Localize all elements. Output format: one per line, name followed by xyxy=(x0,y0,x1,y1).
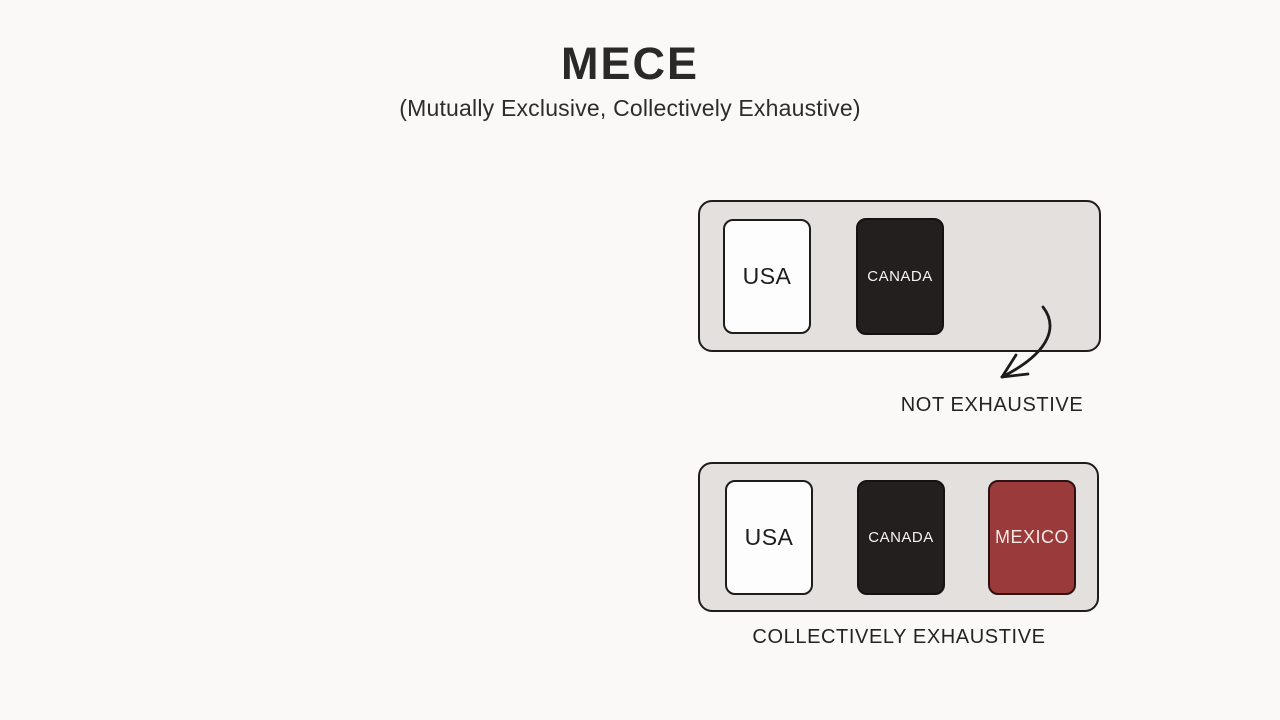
card-canada-label: CANADA xyxy=(868,529,934,546)
card-mexico: MEXICO xyxy=(988,480,1076,595)
page-subtitle: (Mutually Exclusive, Collectively Exhaus… xyxy=(399,95,861,122)
card-usa-label: USA xyxy=(744,524,794,550)
title-block: MECE (Mutually Exclusive, Collectively E… xyxy=(330,40,930,122)
not-exhaustive-set: USA CANADA xyxy=(698,200,1101,352)
card-canada-label: CANADA xyxy=(867,268,933,285)
page-title: MECE xyxy=(560,38,699,89)
card-canada: CANADA xyxy=(857,480,945,595)
card-mexico-label: MEXICO xyxy=(994,527,1069,547)
card-canada: CANADA xyxy=(856,218,944,335)
collectively-exhaustive-caption: COLLECTIVELY EXHAUSTIVE xyxy=(752,626,1046,648)
not-exhaustive-caption: NOT EXHAUSTIVE xyxy=(900,394,1084,416)
card-usa-label: USA xyxy=(742,263,792,289)
collectively-exhaustive-set: USA CANADA MEXICO xyxy=(698,462,1099,612)
card-usa: USA xyxy=(725,480,813,595)
card-usa: USA xyxy=(723,219,811,334)
